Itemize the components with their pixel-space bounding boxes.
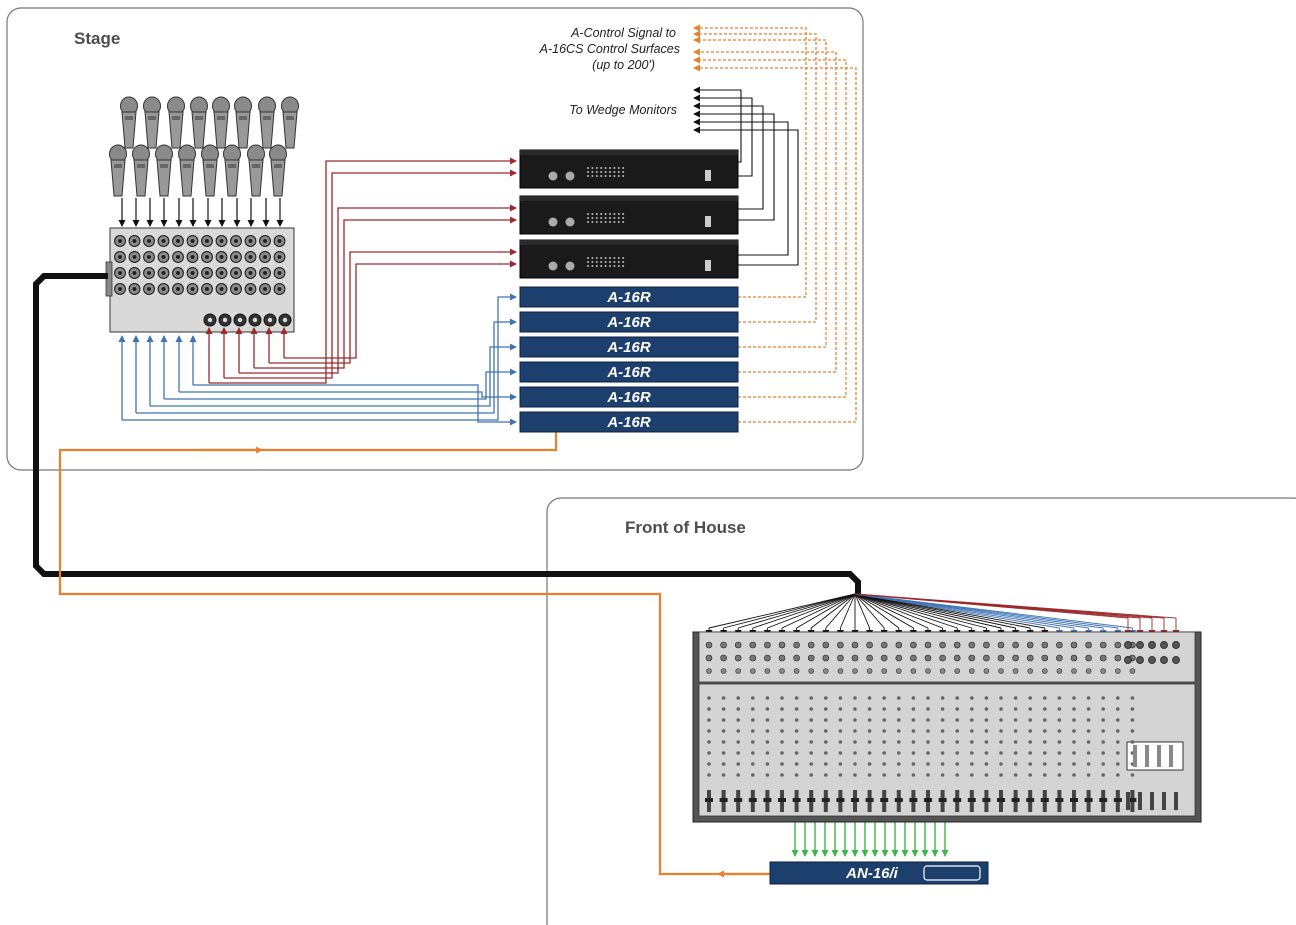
microphone-icon <box>234 96 252 149</box>
wedge-power-amplifiers <box>519 149 739 279</box>
a16r-units: A-16R A-16R A-16R A-16R A-16R A-16R <box>519 286 739 433</box>
a16r-unit: A-16R <box>519 311 739 333</box>
a16r-unit: A-16R <box>519 336 739 358</box>
microphone-icon <box>269 144 287 197</box>
svg-text:A-16R: A-16R <box>606 339 651 356</box>
microphone-icon <box>143 96 161 149</box>
wedge-monitors-label: To Wedge Monitors <box>569 103 677 117</box>
control-signal-label-line1: A-Control Signal to <box>570 26 676 40</box>
foh-mixing-console <box>692 631 1202 823</box>
power-amplifier <box>519 149 739 189</box>
microphone-icon <box>281 96 299 149</box>
microphone-icon <box>223 144 241 197</box>
a16r-unit: A-16R <box>519 286 739 308</box>
microphone-icon <box>109 144 127 197</box>
power-amplifier <box>519 239 739 279</box>
stage-snake-box <box>105 227 295 333</box>
signal-wiring <box>33 24 1180 878</box>
a16r-unit: A-16R <box>519 361 739 383</box>
microphone-icon <box>247 144 265 197</box>
microphone-icon <box>167 96 185 149</box>
microphone-array <box>109 96 299 197</box>
stage-label: Stage <box>74 29 120 48</box>
control-signal-label-line2: A-16CS Control Surfaces <box>539 42 680 56</box>
microphone-icon <box>120 96 138 149</box>
microphone-icon <box>155 144 173 197</box>
an16i-label: AN-16/i <box>845 865 899 882</box>
foh-label: Front of House <box>625 518 746 537</box>
microphone-icon <box>258 96 276 149</box>
microphone-icon <box>178 144 196 197</box>
svg-text:A-16R: A-16R <box>606 414 651 431</box>
control-signal-label-line3: (up to 200') <box>592 58 655 72</box>
microphone-icon <box>132 144 150 197</box>
power-amplifier <box>519 195 739 235</box>
svg-text:A-16R: A-16R <box>606 364 651 381</box>
a16r-unit: A-16R <box>519 411 739 433</box>
a16r-unit: A-16R <box>519 386 739 408</box>
microphone-icon <box>201 144 219 197</box>
svg-text:A-16R: A-16R <box>606 389 651 406</box>
microphone-icon <box>212 96 230 149</box>
svg-text:A-16R: A-16R <box>606 314 651 331</box>
an16i-unit: AN-16/i <box>769 861 989 885</box>
microphone-icon <box>190 96 208 149</box>
svg-text:A-16R: A-16R <box>606 289 651 306</box>
